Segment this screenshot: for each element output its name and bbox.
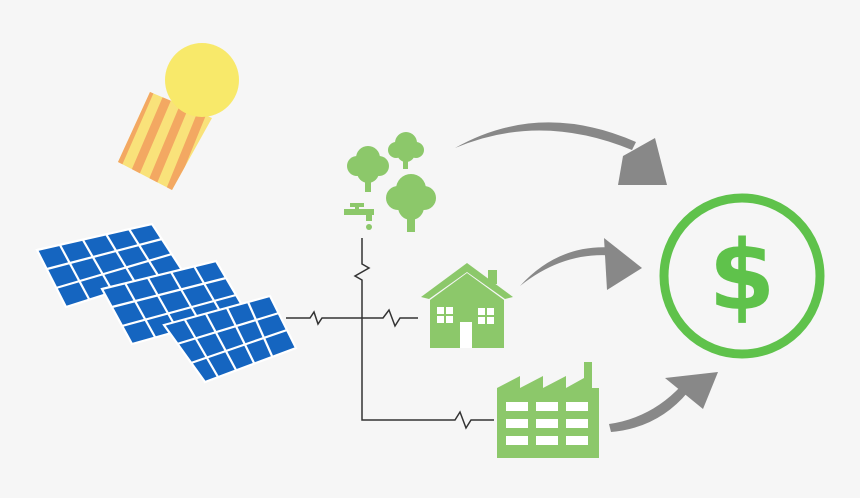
solar-panel-back xyxy=(35,222,184,309)
power-wires xyxy=(286,238,494,430)
tree-large-right xyxy=(386,174,436,232)
tree-small-top xyxy=(388,132,424,169)
arrow-middle xyxy=(520,238,642,290)
solar-panel-icon xyxy=(35,222,298,384)
trees-icon xyxy=(347,132,436,232)
solar-panel-front xyxy=(162,294,298,384)
factory-icon xyxy=(497,362,599,458)
arrow-bottom xyxy=(609,372,718,432)
wire-to-house xyxy=(362,308,418,328)
solar-panel-middle xyxy=(100,259,248,346)
wire-to-factory xyxy=(361,318,494,430)
arrow-top xyxy=(455,122,667,185)
wire-main xyxy=(286,310,362,326)
arrows xyxy=(455,122,718,432)
house-icon xyxy=(421,263,513,348)
sun-icon xyxy=(118,43,239,190)
tree-left xyxy=(347,146,389,192)
water-tap-icon xyxy=(344,203,374,230)
wire-to-trees xyxy=(353,238,371,318)
dollar-icon xyxy=(659,193,825,359)
